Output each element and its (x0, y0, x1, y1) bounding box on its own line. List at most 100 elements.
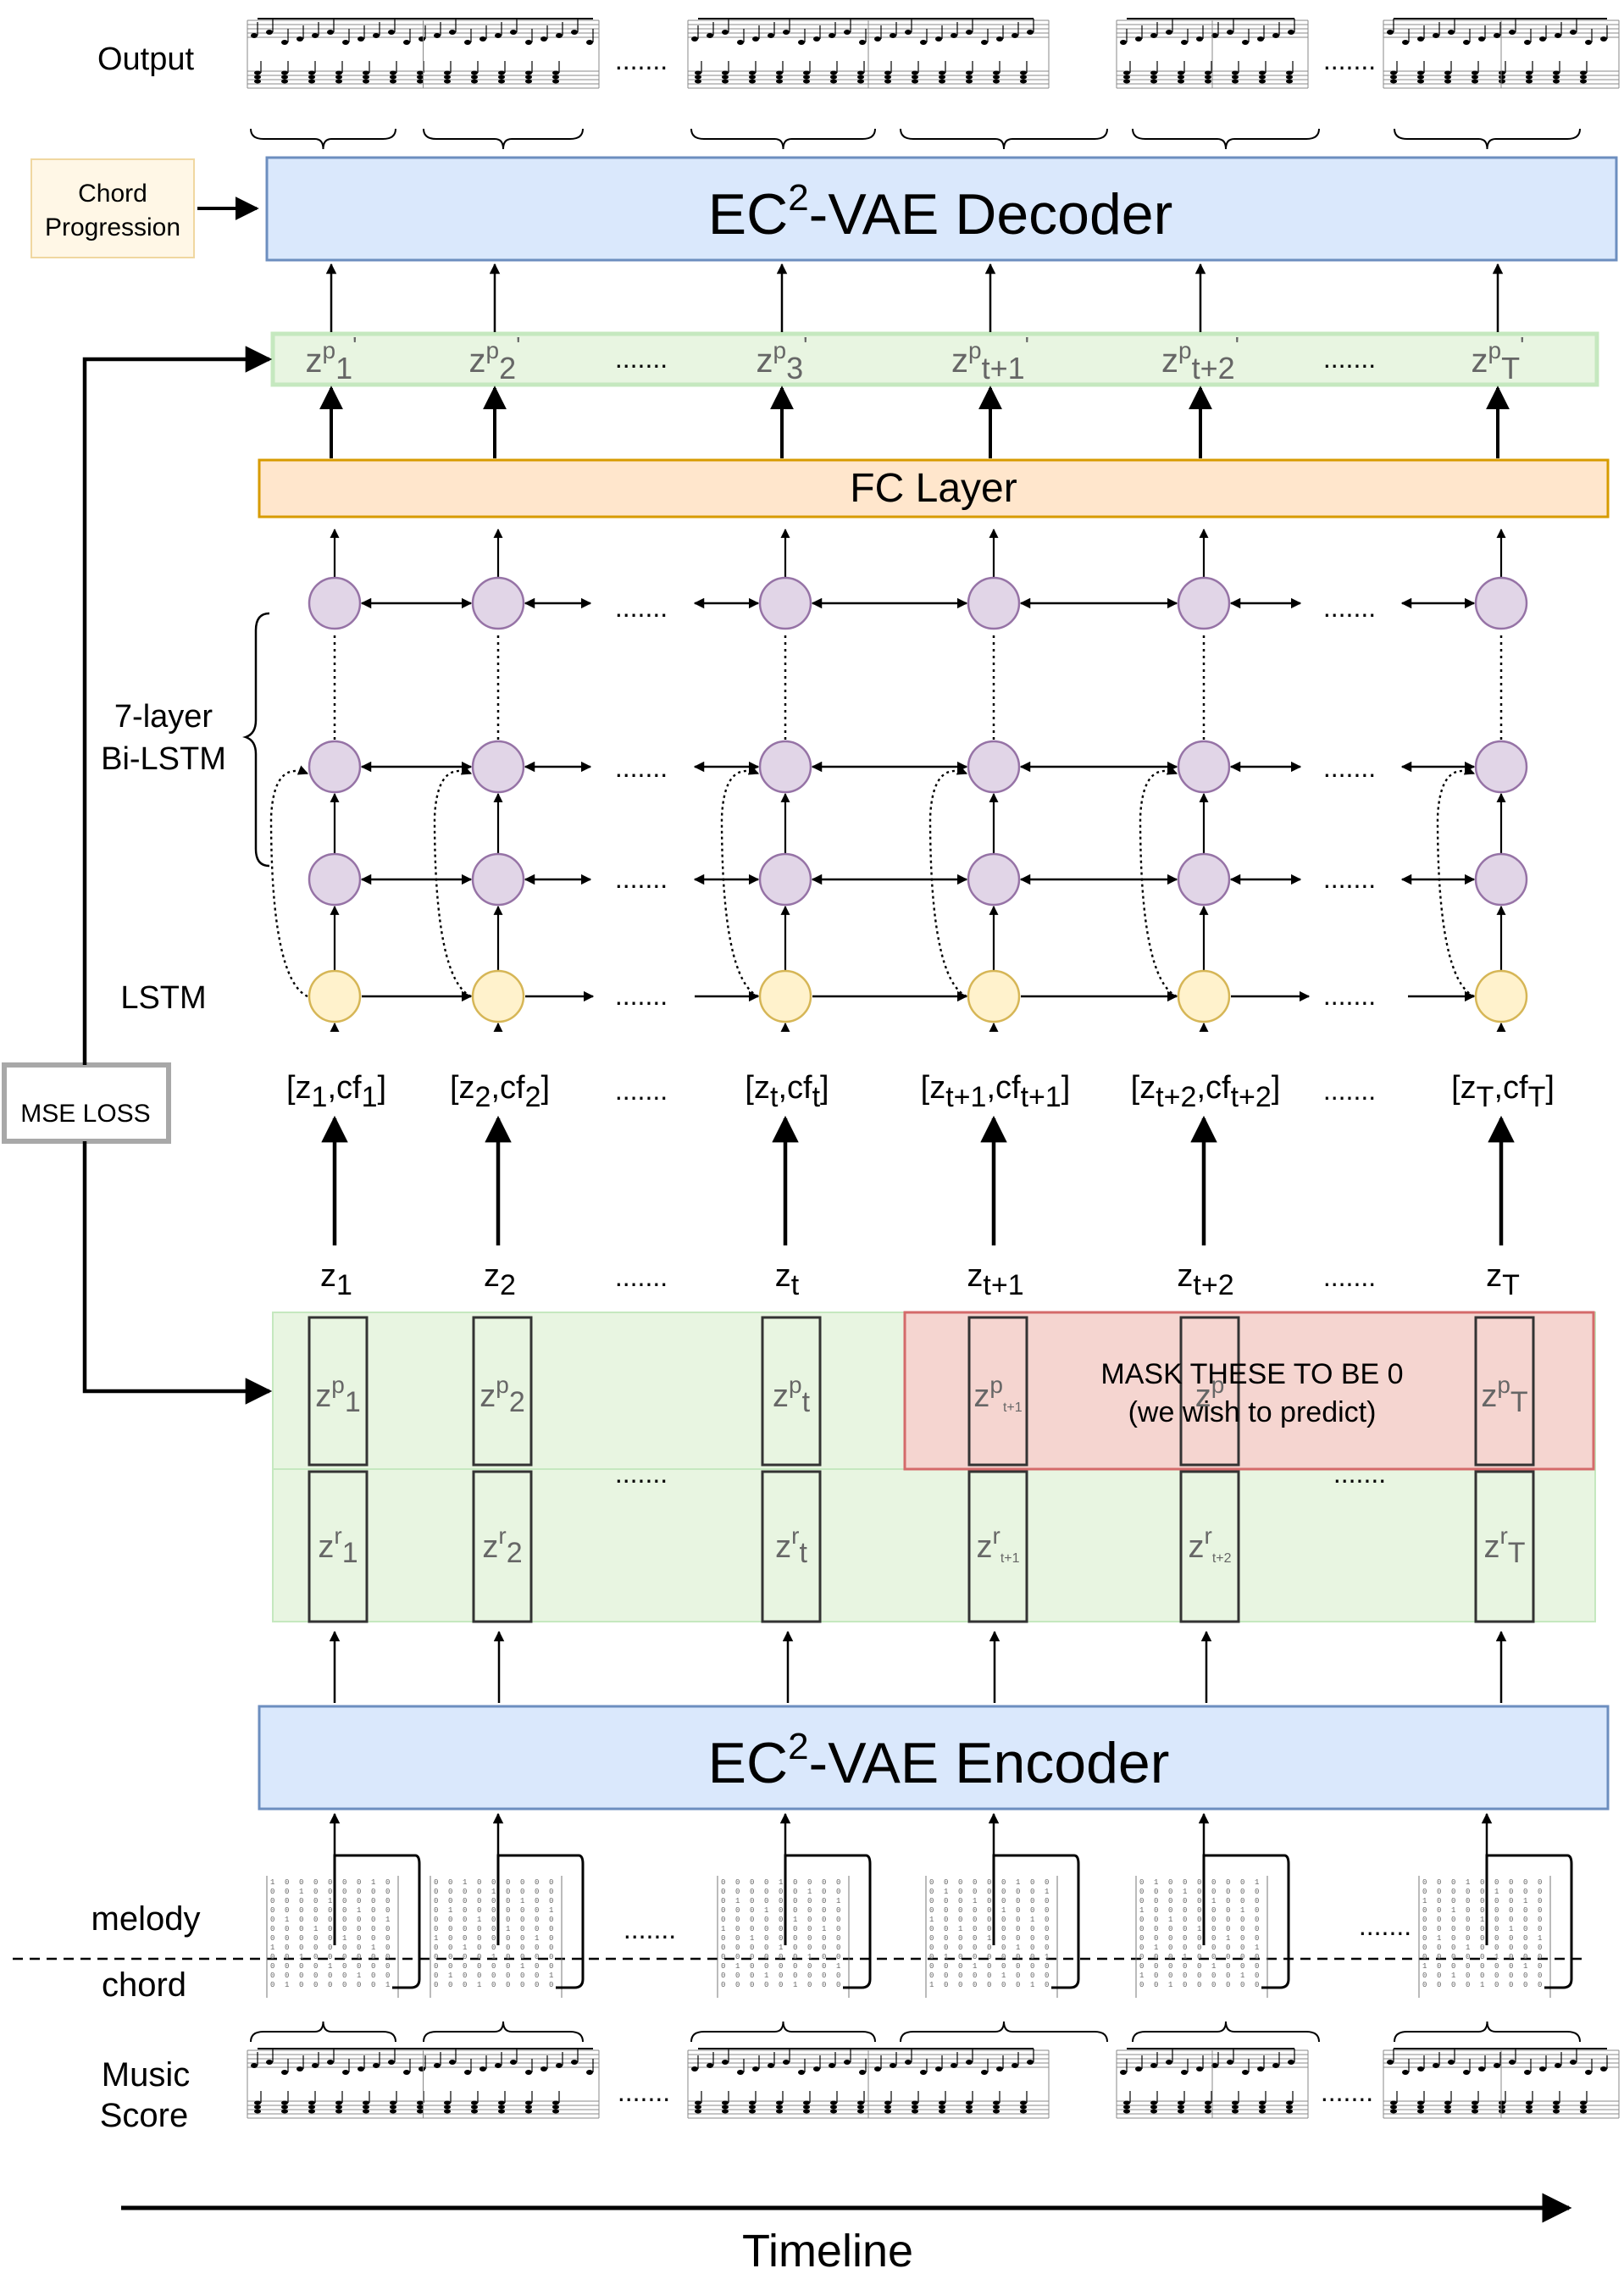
matrix-digit: 0 (779, 1888, 783, 1896)
matrix-digit: 0 (299, 1906, 303, 1915)
note-head (403, 40, 410, 45)
matrix-digit: 0 (313, 1953, 318, 1961)
matrix-digit: 0 (1045, 1906, 1049, 1915)
matrix-digit: 0 (1183, 1972, 1187, 1980)
chord-note (1499, 2100, 1505, 2105)
matrix-digit: 0 (385, 1925, 390, 1933)
matrix-digit: 0 (1422, 1925, 1427, 1933)
note-head (571, 2060, 578, 2065)
matrix-digit: 0 (285, 1972, 289, 1980)
matrix-digit: 0 (1422, 1934, 1427, 1943)
chord-note (857, 2100, 864, 2105)
lstm-node (308, 969, 362, 1023)
note-head (434, 2063, 441, 2068)
matrix-digit: 0 (1045, 1981, 1049, 1989)
matrix-digit: 0 (1211, 1972, 1216, 1980)
lstm-input-label: [zt,cft] (745, 1070, 829, 1113)
lstm-input-label: [zt+2,cft+2] (1131, 1070, 1281, 1113)
matrix-feed-bracket (784, 1854, 872, 1989)
chord-note (1259, 2105, 1266, 2110)
matrix-digit: 0 (328, 1934, 332, 1943)
note-head (1585, 2070, 1592, 2075)
matrix-digit: 0 (1494, 1962, 1499, 1971)
chord-note (966, 2105, 973, 2110)
matrix-digit: 0 (1139, 1878, 1144, 1887)
matrix-digit: 0 (328, 1888, 332, 1896)
matrix-digit: 0 (434, 1944, 438, 1952)
matrix-digit: 0 (434, 1878, 438, 1887)
note-head (1417, 2066, 1424, 2071)
matrix-digit: 0 (1466, 1962, 1470, 1971)
matrix-digit: 0 (357, 1962, 361, 1971)
matrix-digit: 0 (385, 1944, 390, 1952)
lstm-input-label: [zT,cfT] (1451, 1070, 1555, 1113)
matrix-digit: 0 (764, 1878, 768, 1887)
matrix-digit: 0 (535, 1962, 539, 1971)
matrix-digit: 0 (1197, 1906, 1201, 1915)
chord-note (417, 70, 424, 75)
ellipsis: ....... (615, 752, 668, 783)
matrix-digit: 0 (1509, 1916, 1513, 1924)
chord-note (966, 79, 973, 84)
chord-note (1444, 2100, 1451, 2105)
matrix-digit: 0 (973, 1916, 977, 1924)
chord-note (993, 2105, 1000, 2110)
matrix-digit: 0 (807, 1897, 812, 1905)
chord-note (695, 2105, 701, 2110)
matrix-digit: 0 (1538, 1925, 1542, 1933)
matrix-feed-bracket (1202, 1854, 1290, 1989)
matrix-digit: 0 (958, 1972, 962, 1980)
note-head (586, 40, 593, 45)
matrix-digit: 0 (735, 1981, 740, 1989)
chord-note (552, 70, 559, 75)
encoder-box (258, 1705, 1610, 1811)
matrix-digit: 1 (1183, 1953, 1187, 1961)
matrix-digit: 1 (1466, 1944, 1470, 1952)
matrix-digit: 0 (463, 1925, 467, 1933)
skip-connection (928, 765, 968, 998)
matrix-digit: 0 (328, 1981, 332, 1989)
matrix-digit: 0 (1030, 1897, 1034, 1905)
matrix-digit: 0 (1480, 1972, 1484, 1980)
chord-note (1580, 79, 1587, 84)
matrix-digit: 0 (779, 1906, 783, 1915)
matrix-digit: 0 (1437, 1906, 1441, 1915)
matrix-digit: 0 (1422, 1888, 1427, 1896)
matrix-digit: 0 (1016, 1934, 1020, 1943)
chord-note (1286, 75, 1293, 80)
matrix-digit: 1 (929, 1981, 934, 1989)
matrix-digit: 0 (1016, 1972, 1020, 1980)
matrix-digit: 0 (1509, 1962, 1513, 1971)
matrix-digit: 0 (1466, 1925, 1470, 1933)
matrix-digit: 0 (1139, 1944, 1144, 1952)
matrix-digit: 0 (520, 1934, 524, 1943)
chord-note (1020, 2109, 1027, 2114)
matrix-digit: 0 (506, 1934, 510, 1943)
matrix-digit: 0 (750, 1916, 754, 1924)
chord-note (803, 2105, 810, 2110)
matrix-digit: 0 (1509, 1906, 1513, 1915)
matrix-digit: 1 (448, 1906, 452, 1915)
matrix-digit: 0 (371, 1888, 375, 1896)
matrix-digit: 0 (750, 1981, 754, 1989)
matrix-digit: 0 (822, 1981, 826, 1989)
chord-note (390, 75, 396, 80)
matrix-digit: 1 (750, 1934, 754, 1943)
bilstm-node (967, 576, 1021, 630)
matrix-digit: 0 (836, 1906, 840, 1915)
matrix-digit: 0 (721, 1888, 725, 1896)
note-head (1211, 2063, 1218, 2068)
chord-note (912, 79, 918, 84)
matrix-digit: 0 (735, 1972, 740, 1980)
matrix-digit: 0 (1494, 1916, 1499, 1924)
matrix-digit: 0 (357, 1888, 361, 1896)
matrix-digit: 0 (1139, 1981, 1144, 1989)
chord-note (912, 70, 918, 75)
matrix-digit: 0 (1523, 1953, 1527, 1961)
matrix-digit: 0 (299, 1981, 303, 1989)
matrix-digit: 1 (463, 1878, 467, 1887)
matrix-digit: 0 (1211, 1953, 1216, 1961)
matrix-digit: 0 (1168, 1888, 1172, 1896)
chord-note (1259, 75, 1266, 80)
